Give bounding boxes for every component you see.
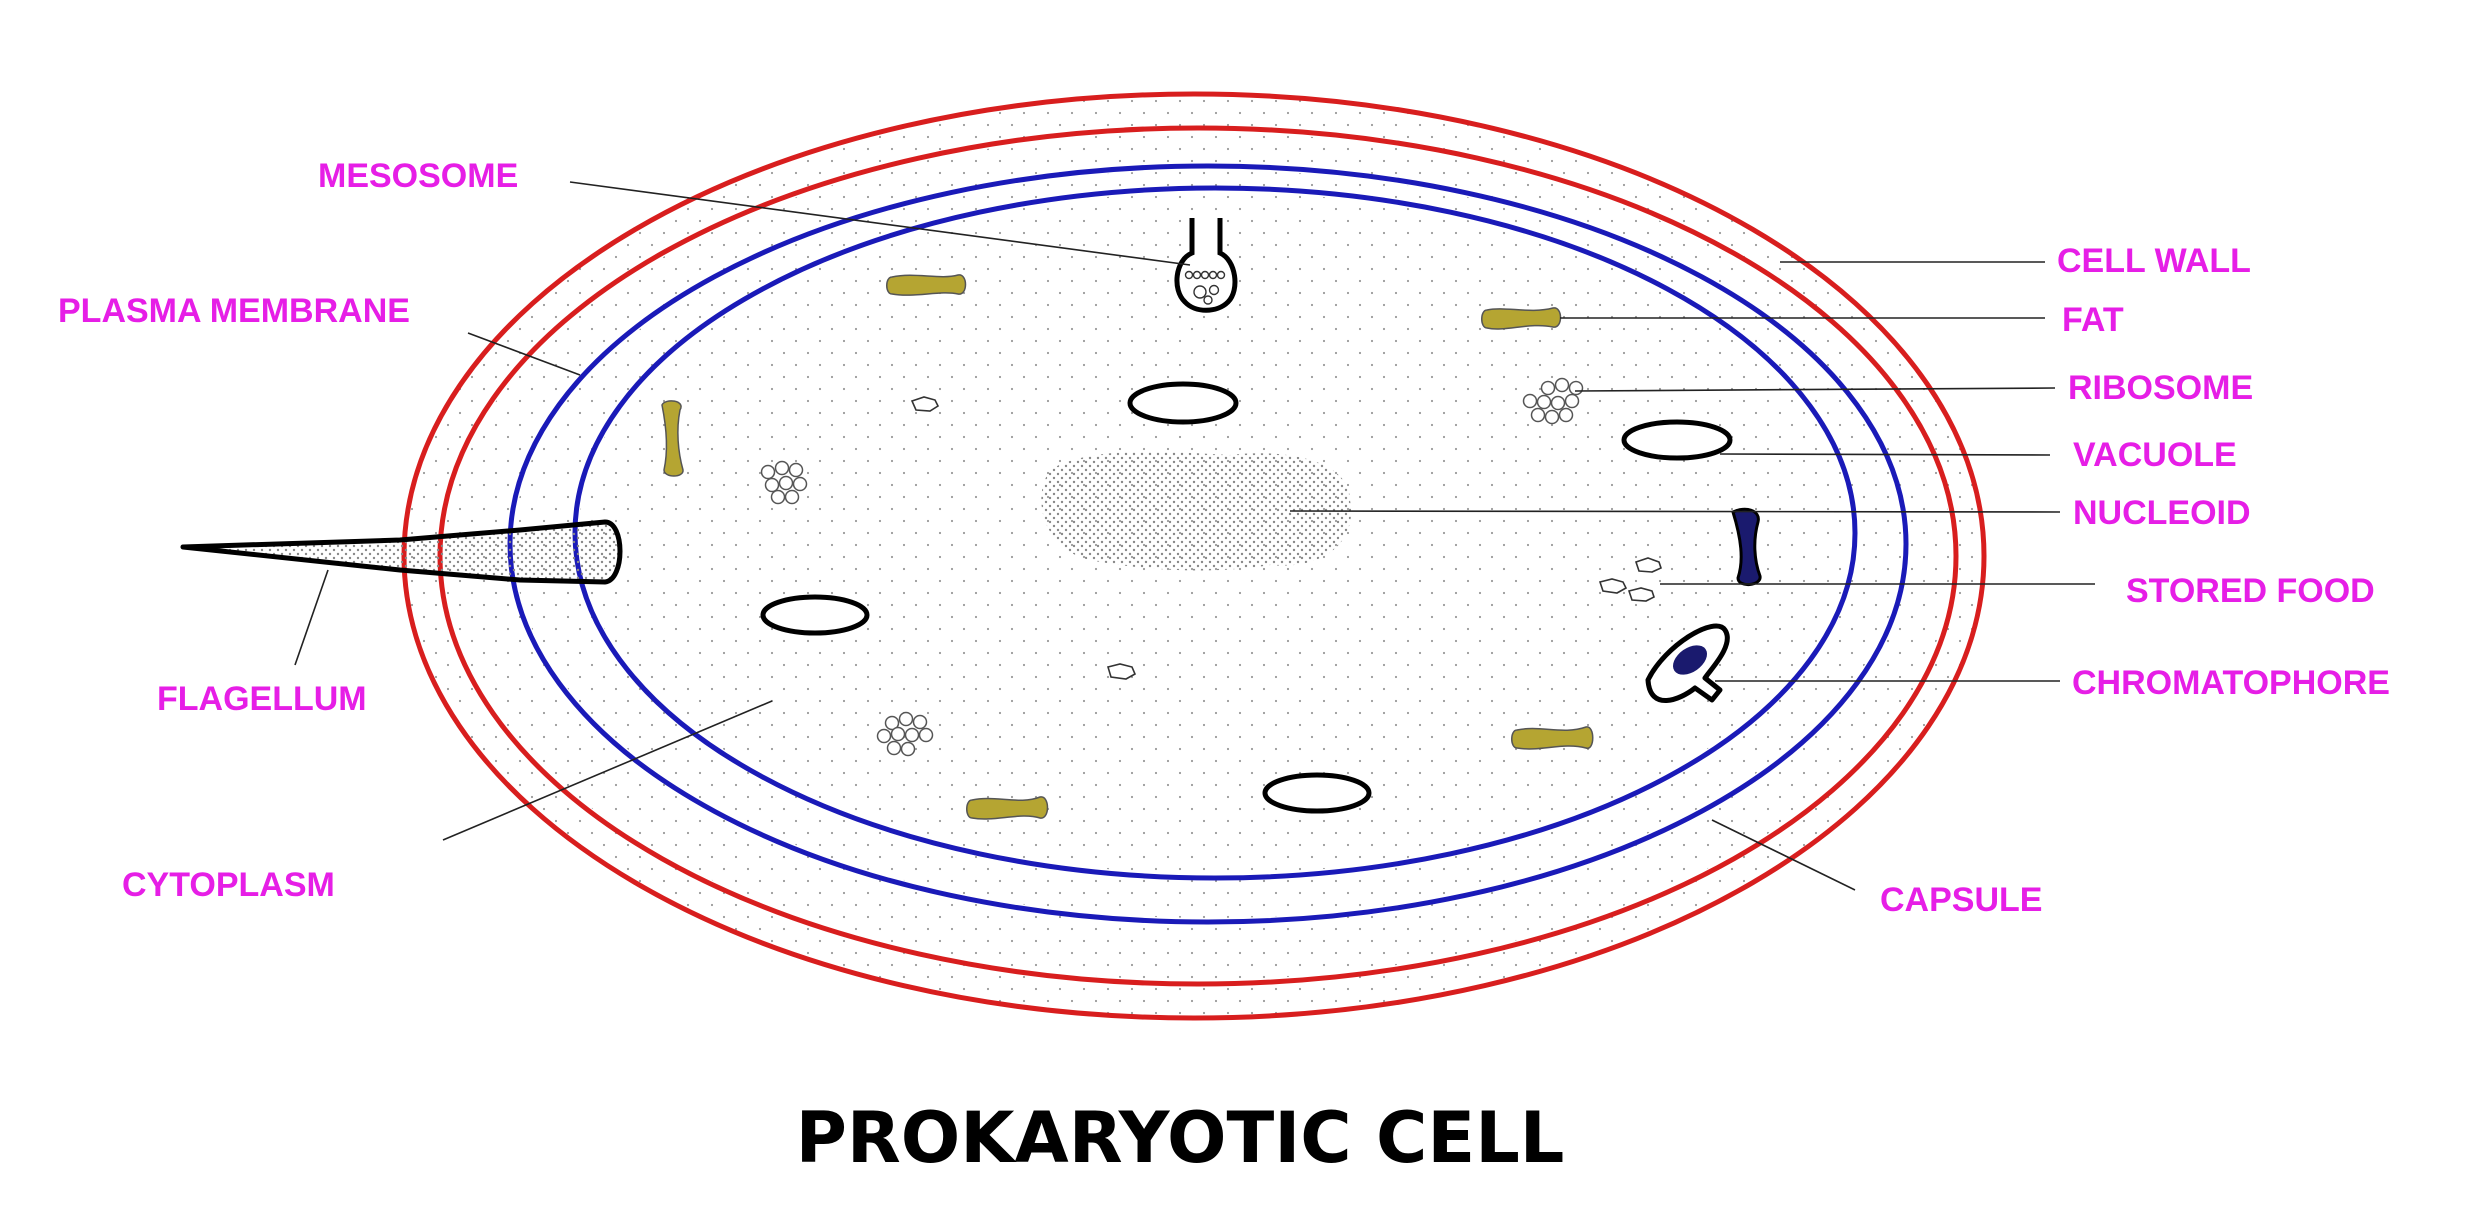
flagellum — [180, 519, 623, 585]
ribosome-cluster — [760, 460, 808, 505]
label-capsule: CAPSULE — [1880, 881, 2042, 919]
label-nucleoid: NUCLEOID — [2073, 494, 2251, 532]
vacuole — [1127, 381, 1239, 425]
fat-granule — [661, 274, 1594, 820]
vacuole — [1262, 772, 1372, 814]
label-fat: FAT — [2062, 301, 2124, 339]
vacuole — [760, 594, 870, 636]
diagram-title: PROKARYOTIC CELL — [796, 1097, 1565, 1179]
label-stored-food: STORED FOOD — [2126, 572, 2375, 610]
label-ribosome: RIBOSOME — [2068, 369, 2253, 407]
label-cell-wall: CELL WALL — [2057, 242, 2251, 280]
leader-lines — [294, 181, 2095, 891]
label-flagellum: FLAGELLUM — [157, 680, 367, 718]
label-cytoplasm: CYTOPLASM — [122, 866, 335, 904]
ribosome-cluster — [1522, 377, 1584, 425]
mesosome — [1174, 215, 1238, 313]
ribosome-cluster — [876, 711, 934, 757]
label-plasma-membrane: PLASMA MEMBRANE — [58, 292, 410, 330]
chromatophore — [1645, 623, 1730, 703]
label-mesosome: MESOSOME — [318, 157, 518, 195]
chromatophore-granule — [1731, 507, 1762, 586]
stored-food — [910, 396, 1662, 680]
label-vacuole: VACUOLE — [2073, 436, 2237, 474]
nucleoid — [1041, 451, 1352, 571]
label-chromatophore: CHROMATOPHORE — [2072, 664, 2390, 702]
vacuole — [1621, 419, 1733, 461]
